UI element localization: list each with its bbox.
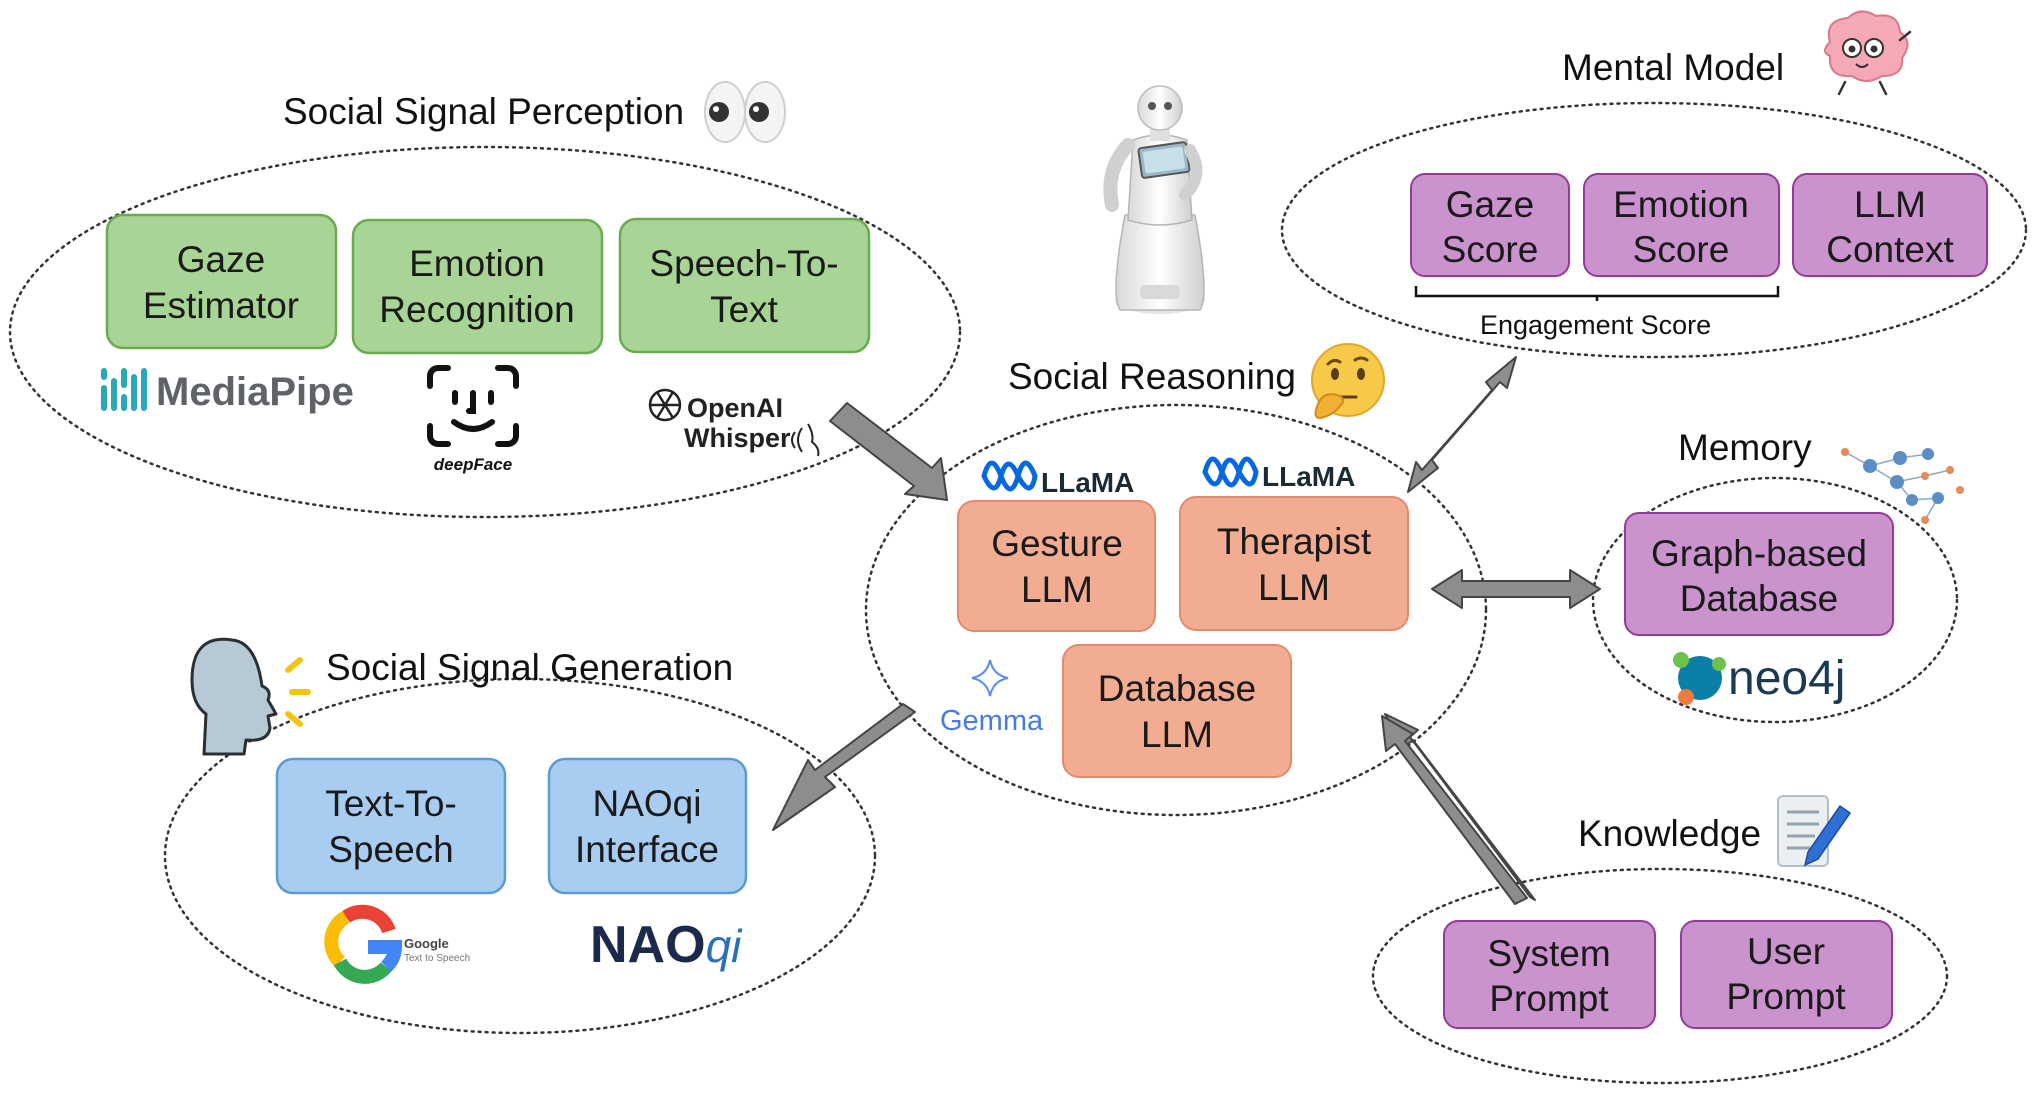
reasoning-title: Social Reasoning (1008, 356, 1296, 397)
graph-database-line1: Graph-based (1651, 533, 1867, 574)
arrow-reasoning-to-generation (772, 703, 916, 831)
reasoning-ellipse (864, 403, 1488, 817)
llama-text-1: LLaMA (1041, 467, 1134, 498)
emotion-score-box: Emotion Score (1583, 173, 1780, 277)
openai-logo-icon (648, 388, 682, 422)
neo4j-logo-icon (1673, 652, 1726, 705)
text-to-speech-line2: Speech (328, 829, 454, 870)
gemma-text: Gemma (940, 705, 1044, 737)
therapist-llm-line2: LLM (1258, 567, 1330, 608)
google-text: Google (404, 936, 449, 951)
llm-context-line1: LLM (1854, 184, 1926, 225)
sound-wave-icon (791, 423, 820, 457)
graph-network-icon (1841, 448, 1964, 524)
database-llm-line1: Database (1098, 668, 1256, 709)
generation-ellipse (163, 677, 877, 1035)
emotion-score-line1: Emotion (1613, 184, 1749, 225)
llama-logo-1: LLaMA (981, 460, 1134, 498)
neo4j-text: neo4j (1728, 652, 1845, 705)
emotion-score-line2: Score (1633, 229, 1730, 270)
arrow-perception-to-reasoning (829, 402, 948, 501)
naoqi-interface-line1: NAOqi (593, 783, 702, 824)
gaze-estimator-line2: Estimator (143, 285, 299, 326)
thinking-face-icon (1311, 343, 1385, 420)
mediapipe-logo: MediaPipe (101, 368, 354, 414)
mental-ellipse (1280, 101, 2028, 359)
llama-logo-2: LLaMA (1202, 456, 1355, 492)
perception-ellipse (8, 145, 962, 519)
user-prompt-line2: Prompt (1726, 976, 1846, 1017)
database-llm-line2: LLM (1141, 714, 1213, 755)
text-to-speech-line1: Text-To- (325, 783, 457, 824)
google-tts-text: Text to Speech (404, 953, 470, 964)
gaze-score-box: Gaze Score (1410, 173, 1570, 277)
gesture-llm-box: Gesture LLM (957, 500, 1156, 632)
system-prompt-box: System Prompt (1443, 920, 1656, 1029)
whisper-text: Whisper (684, 423, 791, 453)
openai-text: OpenAI (687, 393, 783, 423)
speaking-head-icon (190, 637, 311, 756)
google-logo-icon (324, 904, 403, 984)
gaze-estimator-line1: Gaze (177, 239, 265, 280)
arrows (772, 356, 1601, 905)
gaze-score-line2: Score (1442, 229, 1539, 270)
gaze-estimator-box: Gaze Estimator (105, 213, 338, 350)
emotion-recognition-box: Emotion Recognition (351, 218, 604, 355)
gaze-score-line1: Gaze (1446, 184, 1534, 225)
deepface-text: deepFace (434, 455, 512, 474)
naoqi-interface-box: NAOqi Interface (547, 757, 748, 895)
mental-title: Mental Model (1562, 47, 1784, 88)
system-prompt-line2: Prompt (1489, 978, 1609, 1019)
emotion-recognition-line1: Emotion (409, 243, 545, 284)
llm-context-line2: Context (1826, 229, 1954, 270)
gesture-llm-line2: LLM (1021, 569, 1093, 610)
text-to-speech-box: Text-To- Speech (275, 757, 507, 895)
brain-icon (1824, 10, 1912, 96)
knowledge-title: Knowledge (1578, 813, 1761, 854)
speech-to-text-line2: Text (710, 289, 779, 330)
speech-to-text-box: Speech-To- Text (618, 217, 871, 354)
memory-ellipse (1591, 476, 1959, 724)
pepper-robot-icon (1103, 85, 1205, 314)
deepface-logo (427, 365, 519, 447)
therapist-llm-line1: Therapist (1217, 521, 1372, 562)
therapist-llm-box: Therapist LLM (1179, 496, 1409, 631)
user-prompt-box: User Prompt (1680, 920, 1893, 1029)
naoqi-interface-line2: Interface (575, 829, 719, 870)
knowledge-ellipse (1371, 867, 1949, 1085)
gesture-llm-line1: Gesture (991, 523, 1123, 564)
speech-to-text-line1: Speech-To- (649, 243, 838, 284)
arrow-knowledge-to-reasoning (1384, 713, 1536, 901)
database-llm-box: Database LLM (1062, 644, 1292, 778)
naoqi-logo-text: NAOqi (590, 916, 743, 974)
graph-database-line2: Database (1680, 578, 1838, 619)
memory-title: Memory (1678, 427, 1812, 468)
perception-title: Social Signal Perception (283, 91, 684, 132)
system-prompt-line1: System (1487, 933, 1610, 974)
eyes-icon (704, 81, 786, 143)
gemma-logo-icon (971, 659, 1009, 697)
arrow-reasoning-memory (1431, 569, 1601, 609)
engagement-bracket (1414, 286, 1780, 301)
arrow-reasoning-mental (1407, 356, 1517, 493)
mediapipe-text: MediaPipe (156, 370, 354, 414)
llm-context-box: LLM Context (1792, 173, 1988, 277)
graph-database-box: Graph-based Database (1624, 512, 1894, 636)
emotion-recognition-line2: Recognition (379, 289, 574, 330)
arrow-knowledge-to-reasoning-body (1381, 715, 1528, 905)
llama-text-2: LLaMA (1262, 461, 1355, 492)
notepad-icon (1777, 795, 1852, 867)
generation-title: Social Signal Generation (326, 647, 733, 688)
engagement-label: Engagement Score (1480, 310, 1711, 340)
user-prompt-line1: User (1747, 931, 1825, 972)
